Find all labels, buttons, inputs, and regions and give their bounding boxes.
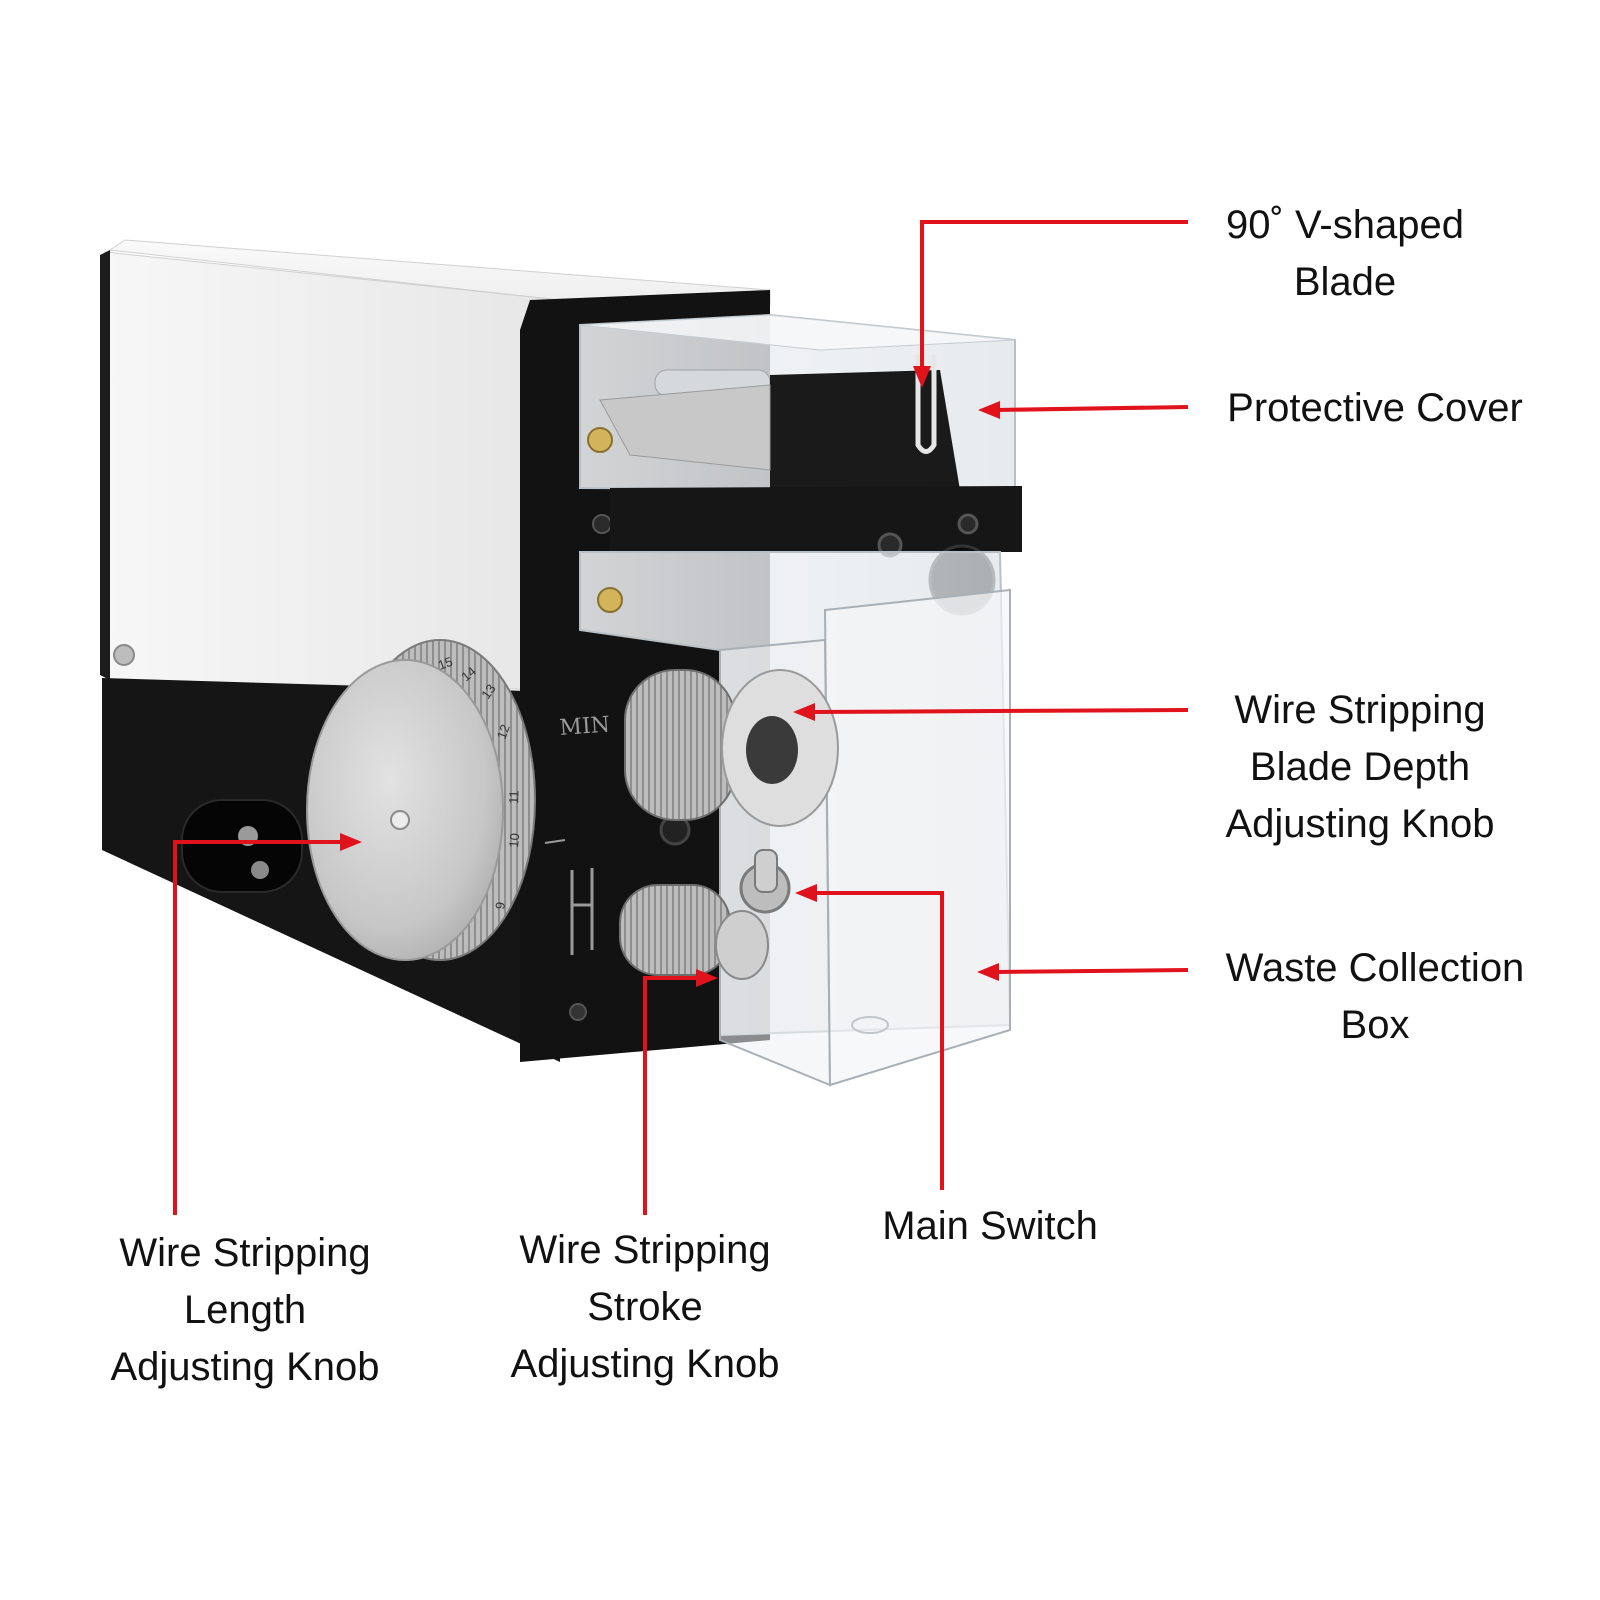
cover-leader-line xyxy=(995,405,1189,412)
callout-stroke-line-2: Stroke xyxy=(587,1285,703,1329)
depth-knob-hole xyxy=(746,716,798,784)
depth-leader-line xyxy=(809,708,1189,714)
length-slot xyxy=(181,799,303,893)
callout-protective-cover: Protective Cover xyxy=(1190,380,1560,437)
callout-waste-line-2: Box xyxy=(1340,1003,1410,1047)
callout-stroke-line-3: Adjusting Knob xyxy=(510,1342,780,1386)
plate-mark xyxy=(544,839,566,844)
stroke-knob-body xyxy=(619,884,731,976)
white-housing xyxy=(100,239,771,691)
housing-side-face xyxy=(104,251,561,691)
dial-number-13: 13 xyxy=(478,681,499,701)
min-label: MIN xyxy=(559,713,611,741)
dial-number-15: 15 xyxy=(436,654,455,673)
dial-number-12: 12 xyxy=(494,722,513,741)
blade-leader-line xyxy=(920,220,1188,370)
callout-blade: 90˚ V-shaped Blade xyxy=(1195,197,1495,311)
dial-face xyxy=(306,659,504,961)
callout-length-line-2: Length xyxy=(183,1288,307,1332)
callout-switch-line-1: Main Switch xyxy=(882,1204,1098,1248)
depth-knob-knurl xyxy=(624,669,736,821)
arrowheads xyxy=(340,366,1000,987)
stroke-leader-line xyxy=(643,976,700,1215)
switch-arrow-icon xyxy=(795,884,817,902)
clamp-bar-body xyxy=(610,486,1022,552)
cover-screw-icon xyxy=(587,427,613,453)
callout-cover-line-1: Protective Cover xyxy=(1227,386,1523,430)
callout-waste-box: Waste Collection Box xyxy=(1195,940,1555,1054)
callout-length-line-3: Adjusting Knob xyxy=(110,1345,380,1389)
blade-plate xyxy=(599,384,771,471)
blade-arrow-icon xyxy=(913,366,931,388)
callout-length-line-1: Wire Stripping xyxy=(119,1231,371,1275)
callout-arrows xyxy=(173,220,1189,1215)
housing-left-edge xyxy=(100,250,110,680)
blade-holder xyxy=(770,370,960,490)
cover-top xyxy=(579,314,1016,351)
plate-screw-icon xyxy=(592,514,612,534)
length-leader-line xyxy=(173,840,345,1215)
plate-screw-icon xyxy=(569,1003,587,1021)
callout-depth-line-3: Adjusting Knob xyxy=(1225,802,1495,846)
stroke-knob xyxy=(619,884,769,980)
waste-arrow-icon xyxy=(977,963,999,981)
cover-arrow-icon xyxy=(978,401,1000,419)
housing-screw-icon xyxy=(113,644,135,666)
length-arrow-icon xyxy=(340,833,362,851)
box-screw-icon xyxy=(597,587,623,613)
callout-blade-line-2: Blade xyxy=(1293,260,1397,304)
v-blade-slot xyxy=(915,355,937,454)
switch-toggle xyxy=(754,849,778,893)
waste-leader-line xyxy=(994,968,1189,974)
main-switch xyxy=(739,849,791,914)
clamp-screw-icon xyxy=(957,513,979,535)
callout-main-switch: Main Switch xyxy=(860,1198,1120,1255)
slot-screw-icon xyxy=(251,861,269,879)
callout-depth-line-2: Blade Depth xyxy=(1249,745,1471,789)
callout-depth-line-1: Wire Stripping xyxy=(1234,688,1486,732)
box-bottom-mark xyxy=(851,1016,889,1034)
protective-cover xyxy=(579,313,1016,492)
callout-blade-line-1: 90˚ V-shaped xyxy=(1226,203,1464,247)
callout-stroke-line-1: Wire Stripping xyxy=(519,1228,771,1272)
dial-center-pin-icon xyxy=(390,810,410,830)
waste-box-side xyxy=(823,588,1011,1087)
dial-number-9: 9 xyxy=(492,901,508,911)
dial-number-10: 10 xyxy=(506,833,522,849)
dial-number-11: 11 xyxy=(506,790,521,804)
length-dial: 9 10 11 12 13 14 15 xyxy=(306,639,536,961)
callout-waste-line-1: Waste Collection xyxy=(1225,946,1525,990)
stroke-arrow-icon xyxy=(696,969,718,987)
switch-leader-line xyxy=(812,891,944,1190)
stroke-knob-face xyxy=(715,910,769,980)
callout-stroke-knob: Wire Stripping Stroke Adjusting Knob xyxy=(480,1222,810,1393)
depth-arrow-icon xyxy=(793,703,815,721)
callout-length-knob: Wire Stripping Length Adjusting Knob xyxy=(80,1225,410,1396)
callout-depth-knob: Wire Stripping Blade Depth Adjusting Kno… xyxy=(1200,682,1520,853)
h-symbol-icon xyxy=(570,868,594,955)
